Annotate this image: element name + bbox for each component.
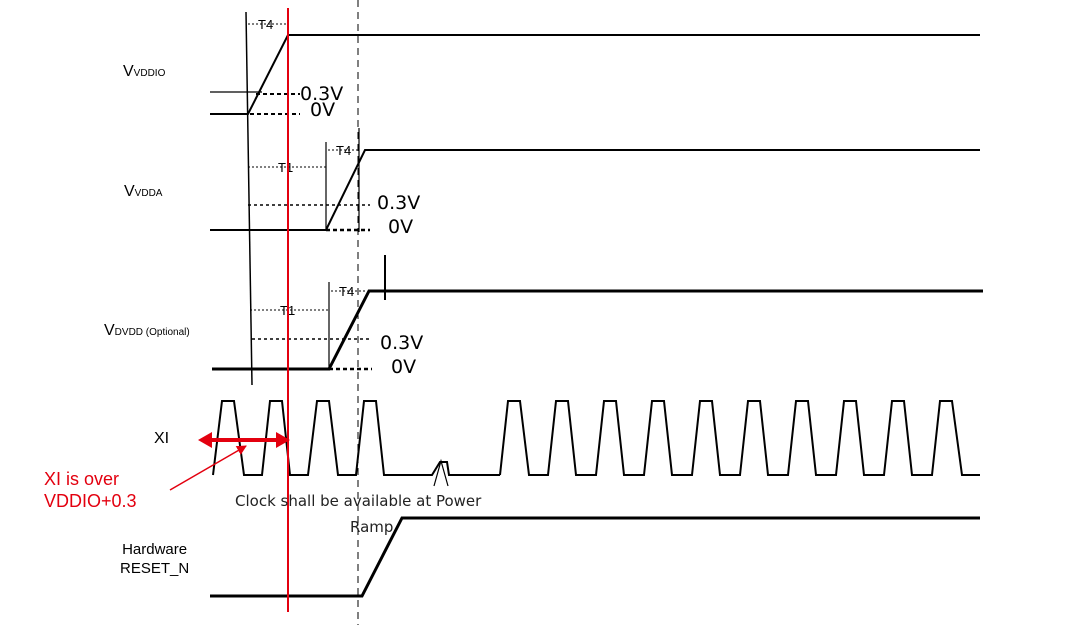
clock-note-line2: Ramp <box>350 518 394 536</box>
vddio-0v-label: 0V <box>310 99 336 121</box>
vddio-label-main: V <box>123 63 134 80</box>
vdda-waveform <box>210 149 980 231</box>
vdda-label-sub: VDDA <box>134 188 163 199</box>
vddio-03v-label: 0.3V <box>300 83 344 105</box>
reset-signal-label: Hardware RESET_N <box>120 540 189 578</box>
xi-signal-label: XI <box>154 430 170 447</box>
dvdd-label-main: V <box>104 322 115 339</box>
xi-over-annotation: XI is over VDDIO+0.3 <box>44 468 137 512</box>
vdda-signal-label: VVDDA <box>124 183 162 201</box>
vdda-t1-label: T1 <box>278 160 293 175</box>
xi-clock-waveform-left <box>212 400 500 476</box>
red-arrow-head-right <box>276 432 290 448</box>
dvdd-03v-label: 0.3V <box>380 332 424 354</box>
xi-break-mark <box>433 458 449 487</box>
clock-note-line1: Clock shall be available at Power <box>235 492 482 510</box>
annotation-line2: VDDIO+0.3 <box>44 491 137 511</box>
vdda-03v-label: 0.3V <box>377 192 421 214</box>
xi-clock-waveform-right <box>499 400 980 476</box>
red-pointer-arrow <box>169 445 247 491</box>
dvdd-0v-label: 0V <box>391 356 417 378</box>
dvdd-waveform <box>212 289 983 371</box>
vddio-label-sub: VDDIO <box>133 68 166 79</box>
vdda-t4-label: T4 <box>336 143 351 158</box>
annotation-line1: XI is over <box>44 469 120 489</box>
reset-label-line2: RESET_N <box>120 560 190 577</box>
vddio-waveform <box>210 34 980 115</box>
dvdd-t4-label: T4 <box>339 284 354 299</box>
vddio-signal-label: VVDDIO <box>123 63 165 81</box>
red-arrow-head-left <box>198 432 212 448</box>
vddio-t4-label: T4 <box>258 17 273 32</box>
dvdd-signal-label: VDVDD (Optional) <box>104 322 190 340</box>
reset-label-line1: Hardware <box>122 541 188 558</box>
vdda-label-main: V <box>124 183 135 200</box>
vdda-0v-label: 0V <box>388 216 414 238</box>
reset-waveform <box>210 516 980 598</box>
dvdd-label-sub: DVDD (Optional) <box>114 327 190 338</box>
ref-line-left <box>245 11 253 386</box>
